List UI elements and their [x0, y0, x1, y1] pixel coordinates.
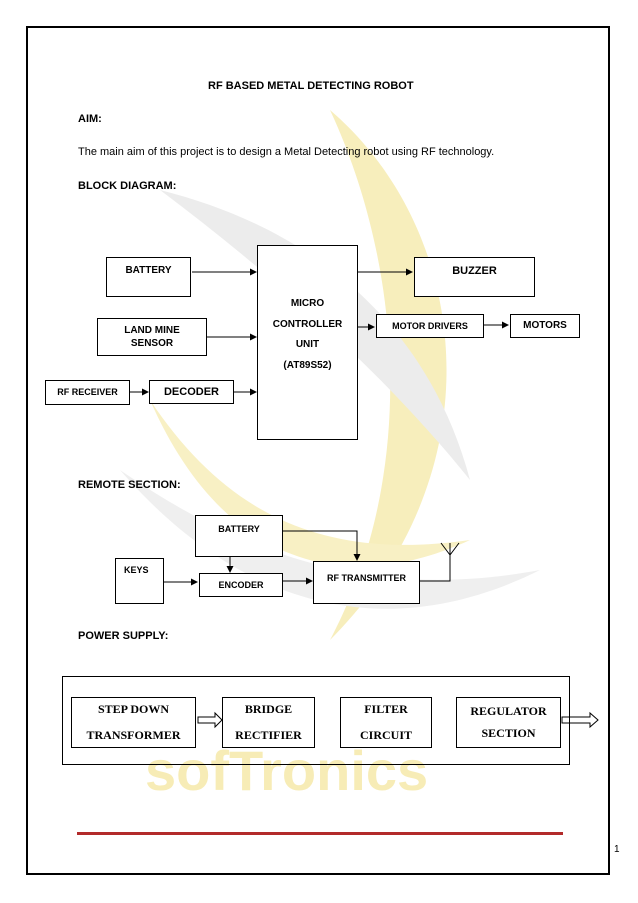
keys-label: KEYS — [124, 565, 149, 575]
remote-battery-label: BATTERY — [218, 524, 260, 534]
mcu-label-3: UNIT — [295, 339, 320, 350]
antenna-feed — [420, 555, 451, 582]
rf-transmitter-block: RF TRANSMITTER — [313, 561, 420, 604]
mcu-label-2: CONTROLLER — [272, 318, 343, 330]
buzzer-label: BUZZER — [452, 265, 497, 277]
rf-receiver-block: RF RECEIVER — [45, 380, 130, 405]
filter-label-2: CIRCUIT — [359, 727, 412, 742]
mcu-label-1: MICRO — [290, 298, 325, 309]
aim-text: The main aim of this project is to desig… — [78, 146, 495, 158]
motors-label: MOTORS — [523, 320, 567, 332]
encoder-block: ENCODER — [199, 573, 283, 597]
microcontroller-block: MICRO CONTROLLER UNIT (AT89S52) — [257, 245, 358, 440]
watermark-text: sofTronics — [145, 739, 428, 802]
motor-drivers-label: MOTOR DRIVERS — [392, 320, 468, 331]
page-border — [26, 26, 610, 875]
block-diagram-heading: BLOCK DIAGRAM: — [78, 180, 177, 192]
bridge-rectifier-block: BRIDGE RECTIFIER — [222, 697, 315, 748]
watermark-swoosh-yellow — [330, 110, 447, 640]
land-mine-sensor-block: LAND MINE SENSOR — [97, 318, 207, 356]
power-supply-heading: POWER SUPPLY: — [78, 630, 169, 642]
watermark-swoosh-yellow-2 — [150, 400, 470, 567]
rf-transmitter-label: RF TRANSMITTER — [327, 573, 406, 583]
step-down-transformer-block: STEP DOWN TRANSFORMER — [71, 697, 196, 748]
motor-drivers-block: MOTOR DRIVERS — [376, 314, 484, 338]
power-supply-container — [62, 676, 570, 765]
page-title: RF BASED METAL DETECTING ROBOT — [208, 80, 414, 92]
hollow-arrow-1 — [197, 711, 223, 729]
antenna-icon — [440, 542, 460, 556]
buzzer-block: BUZZER — [414, 257, 535, 297]
battery-block: BATTERY — [106, 257, 191, 297]
regulator-section-block: REGULATOR SECTION — [456, 697, 561, 748]
mcu-label-4: (AT89S52) — [283, 359, 332, 371]
step-down-label-2: TRANSFORMER — [86, 727, 181, 742]
land-mine-label-2: SENSOR — [130, 338, 174, 349]
aim-heading: AIM: — [78, 113, 102, 125]
remote-section-heading: REMOTE SECTION: — [78, 479, 181, 491]
decoder-block: DECODER — [149, 380, 234, 404]
encoder-label: ENCODER — [218, 579, 264, 590]
keys-block: KEYS — [115, 558, 164, 604]
motors-block: MOTORS — [510, 314, 580, 338]
arrow-battery-transmitter — [283, 530, 361, 561]
regulator-label-2: SECTION — [481, 725, 536, 740]
filter-circuit-block: FILTER CIRCUIT — [340, 697, 432, 748]
step-down-label-1: STEP DOWN — [97, 702, 169, 717]
bridge-label-2: RECTIFIER — [235, 727, 302, 742]
regulator-label-1: REGULATOR — [470, 703, 547, 718]
bridge-label-1: BRIDGE — [244, 702, 293, 717]
filter-label-1: FILTER — [364, 702, 408, 717]
land-mine-label-1: LAND MINE — [124, 324, 180, 336]
rf-receiver-label: RF RECEIVER — [57, 387, 118, 398]
footer-rule — [77, 832, 563, 835]
hollow-arrow-2 — [561, 711, 599, 729]
page-number: 1 — [614, 844, 620, 855]
remote-battery-block: BATTERY — [195, 515, 283, 557]
battery-block-label: BATTERY — [125, 265, 172, 276]
decoder-label: DECODER — [163, 385, 219, 398]
